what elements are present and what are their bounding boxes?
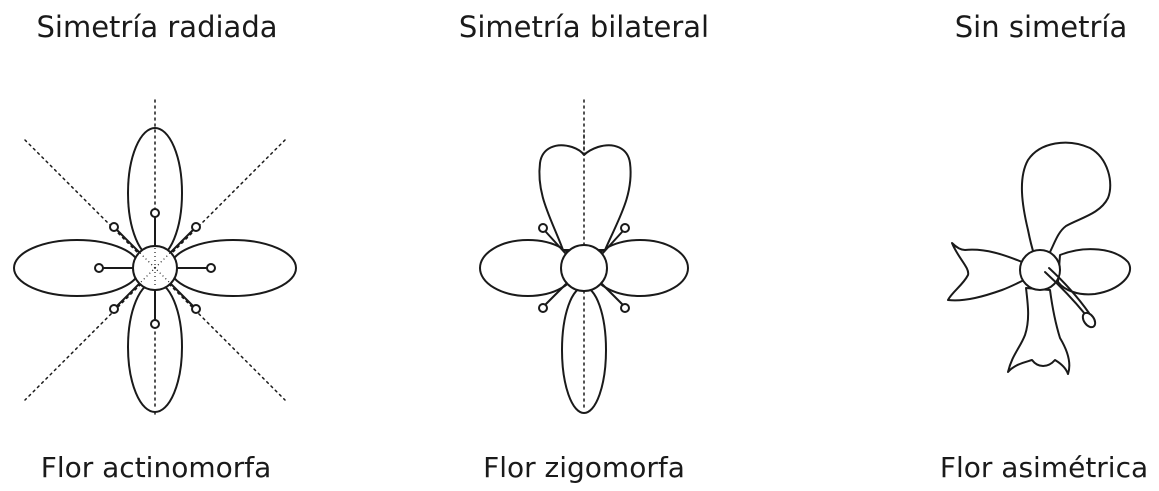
anther <box>539 304 547 312</box>
anther <box>192 305 200 313</box>
petal-lower <box>1008 288 1069 374</box>
anther <box>192 223 200 231</box>
caption-zygomorphic: Flor zigomorfa <box>483 454 685 482</box>
actinomorphic-flower <box>14 100 296 415</box>
flower-center <box>1020 250 1060 290</box>
anther <box>110 223 118 231</box>
zygomorphic-flower <box>480 100 688 413</box>
anther <box>151 209 159 217</box>
anther <box>95 264 103 272</box>
flower-center <box>561 245 607 291</box>
caption-actinomorphic: Flor actinomorfa <box>41 454 272 482</box>
petal-upper <box>539 145 630 250</box>
anther <box>621 224 629 232</box>
anther <box>539 224 547 232</box>
anther <box>1080 311 1097 330</box>
anther <box>151 320 159 328</box>
asymmetric-flower <box>948 143 1130 374</box>
anther <box>621 304 629 312</box>
petal-left <box>948 243 1024 300</box>
petal-upper <box>1022 143 1110 254</box>
anther <box>207 264 215 272</box>
caption-asymmetric: Flor asimétrica <box>940 454 1148 482</box>
anther <box>110 305 118 313</box>
